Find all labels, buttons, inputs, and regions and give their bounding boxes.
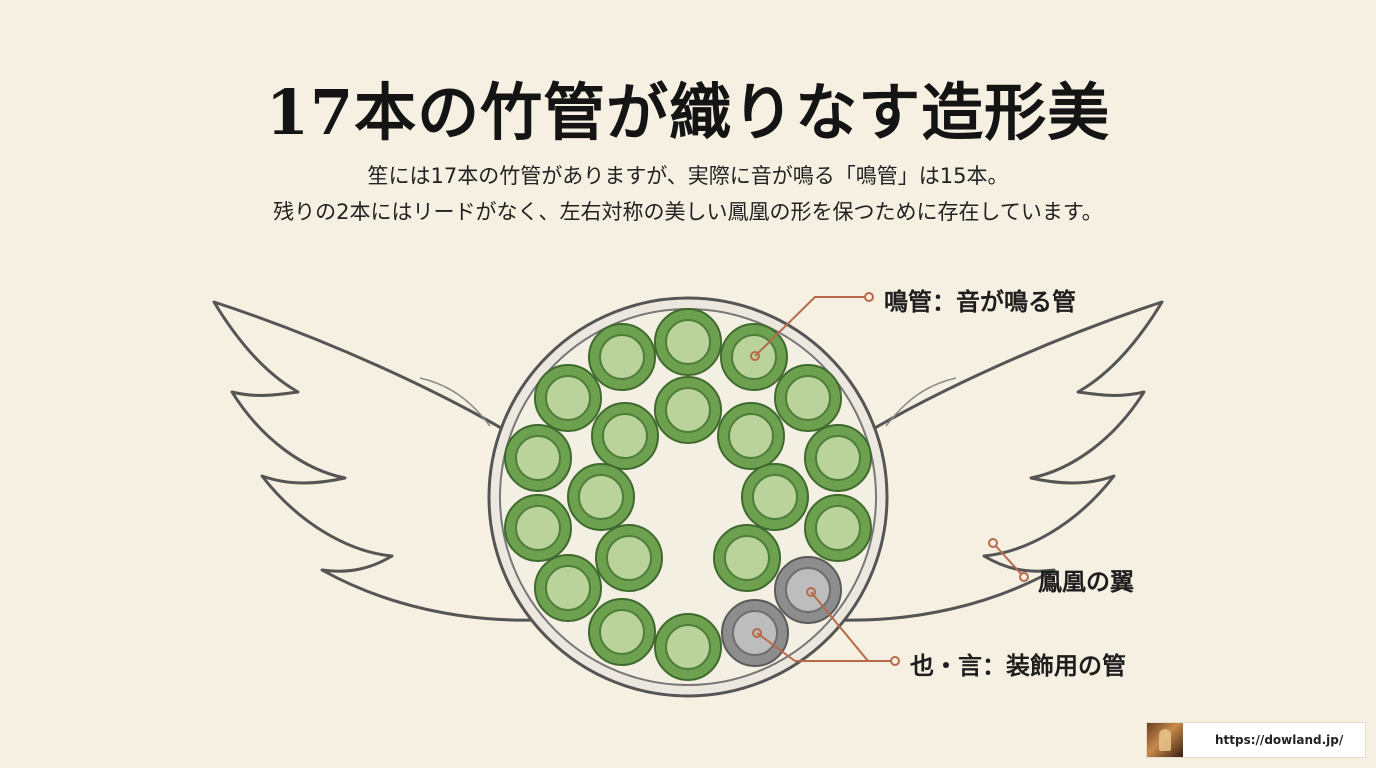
sounding-pipe-18-bore [606,535,652,581]
sounding-pipe-5-bore [785,375,831,421]
sounding-pipe-17-bore [752,474,798,520]
sounding-pipe-19-bore [724,535,770,581]
sounding-pipe-8-bore [515,505,561,551]
sounding-pipe-1-bore [665,319,711,365]
footer-badge[interactable]: https://dowland.jp/ [1146,722,1366,758]
leader-line-wing [992,542,1025,578]
left-wing [212,300,539,622]
subtitle-line-1: 笙には17本の竹管がありますが、実際に音が鳴る「鳴管」は15本。 [367,164,1009,188]
leader-dot-sounding-label [864,292,874,302]
label-decorative-pipes: 也・言：装飾用の管 [910,652,1126,680]
leader-dot-deco-2 [752,628,762,638]
sounding-pipe-11-bore [599,609,645,655]
sounding-pipe-7-bore [815,435,861,481]
subtitle-line-2: 残りの2本にはリードがなく、左右対称の美しい鳳凰の形を保つために存在しています。 [273,200,1103,224]
sounding-pipe-14-bore [665,387,711,433]
label-phoenix-wing: 鳳凰の翼 [1038,568,1134,596]
sounding-pipe-4-bore [545,375,591,421]
pipes-group [504,308,872,681]
page-title: 17本の竹管が織りなす造形美 [265,76,1111,149]
leader-dot-deco-1 [806,587,816,597]
sounding-pipe-12-bore [665,624,711,670]
sounding-pipe-2-bore [599,334,645,380]
right-wing-inner-line [885,377,957,427]
leader-line-sounding [754,296,868,357]
leader-dot-deco-label [890,656,900,666]
leader-dot-sounding-pipe [750,351,760,361]
sounding-pipe-6-bore [515,435,561,481]
sounding-pipe-9-bore [815,505,861,551]
site-thumbnail [1147,723,1183,757]
sounding-pipe-10-bore [545,565,591,611]
left-wing-inner-line [419,377,491,427]
sounding-pipe-15-bore [728,413,774,459]
decorative-pipe-2-bore [732,610,778,656]
right-wing [837,300,1164,622]
label-sounding-pipe: 鳴管：音が鳴る管 [884,288,1076,316]
leader-dot-wing-label [1019,572,1029,582]
sounding-pipe-16-bore [578,474,624,520]
sounding-pipe-13-bore [602,413,648,459]
footer-url[interactable]: https://dowland.jp/ [1215,733,1344,747]
leader-dot-wing [988,538,998,548]
leader-line-deco-2 [756,632,868,662]
